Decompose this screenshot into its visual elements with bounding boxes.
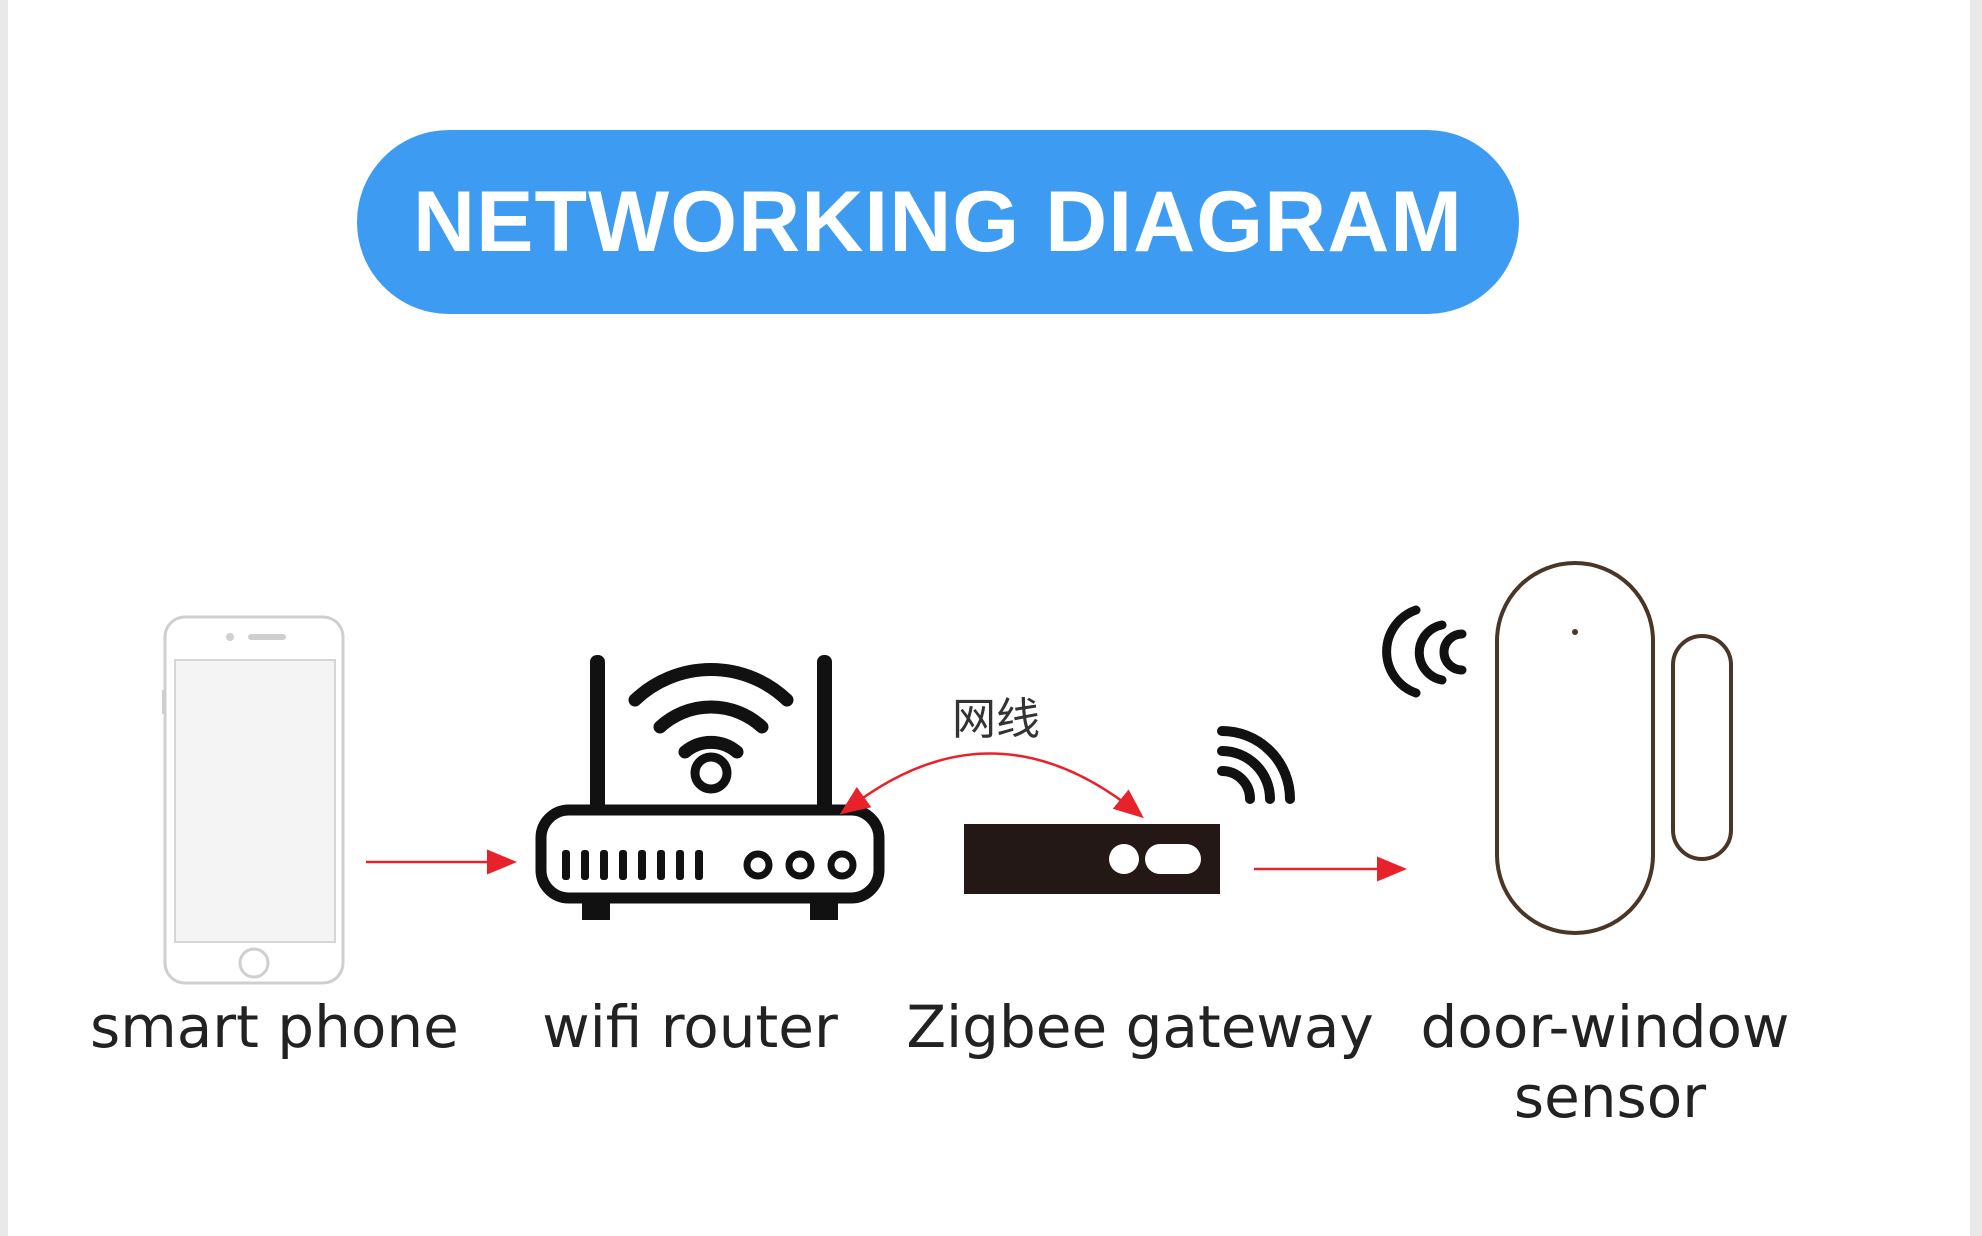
link-label-cable: 网线 [952, 694, 1040, 745]
wifi-router-icon [535, 655, 885, 920]
label-smart-phone: smart phone [90, 993, 459, 1061]
label-zigbee-gateway: Zigbee gateway [906, 993, 1374, 1061]
smartphone-icon [162, 615, 345, 985]
label-wifi-router: wifi router [542, 993, 838, 1061]
zigbee-gateway-icon [964, 726, 1295, 894]
page-title: NETWORKING DIAGRAM [413, 173, 1463, 270]
left-border [0, 0, 8, 1236]
link-router-gateway [839, 752, 1144, 819]
right-border [1970, 0, 1982, 1236]
door-window-sensor-icon [1382, 561, 1733, 935]
label-door-window-line1: door-window [1420, 993, 1790, 1061]
label-door-window-line2: sensor [1513, 1063, 1707, 1131]
title-banner: NETWORKING DIAGRAM [357, 130, 1519, 314]
